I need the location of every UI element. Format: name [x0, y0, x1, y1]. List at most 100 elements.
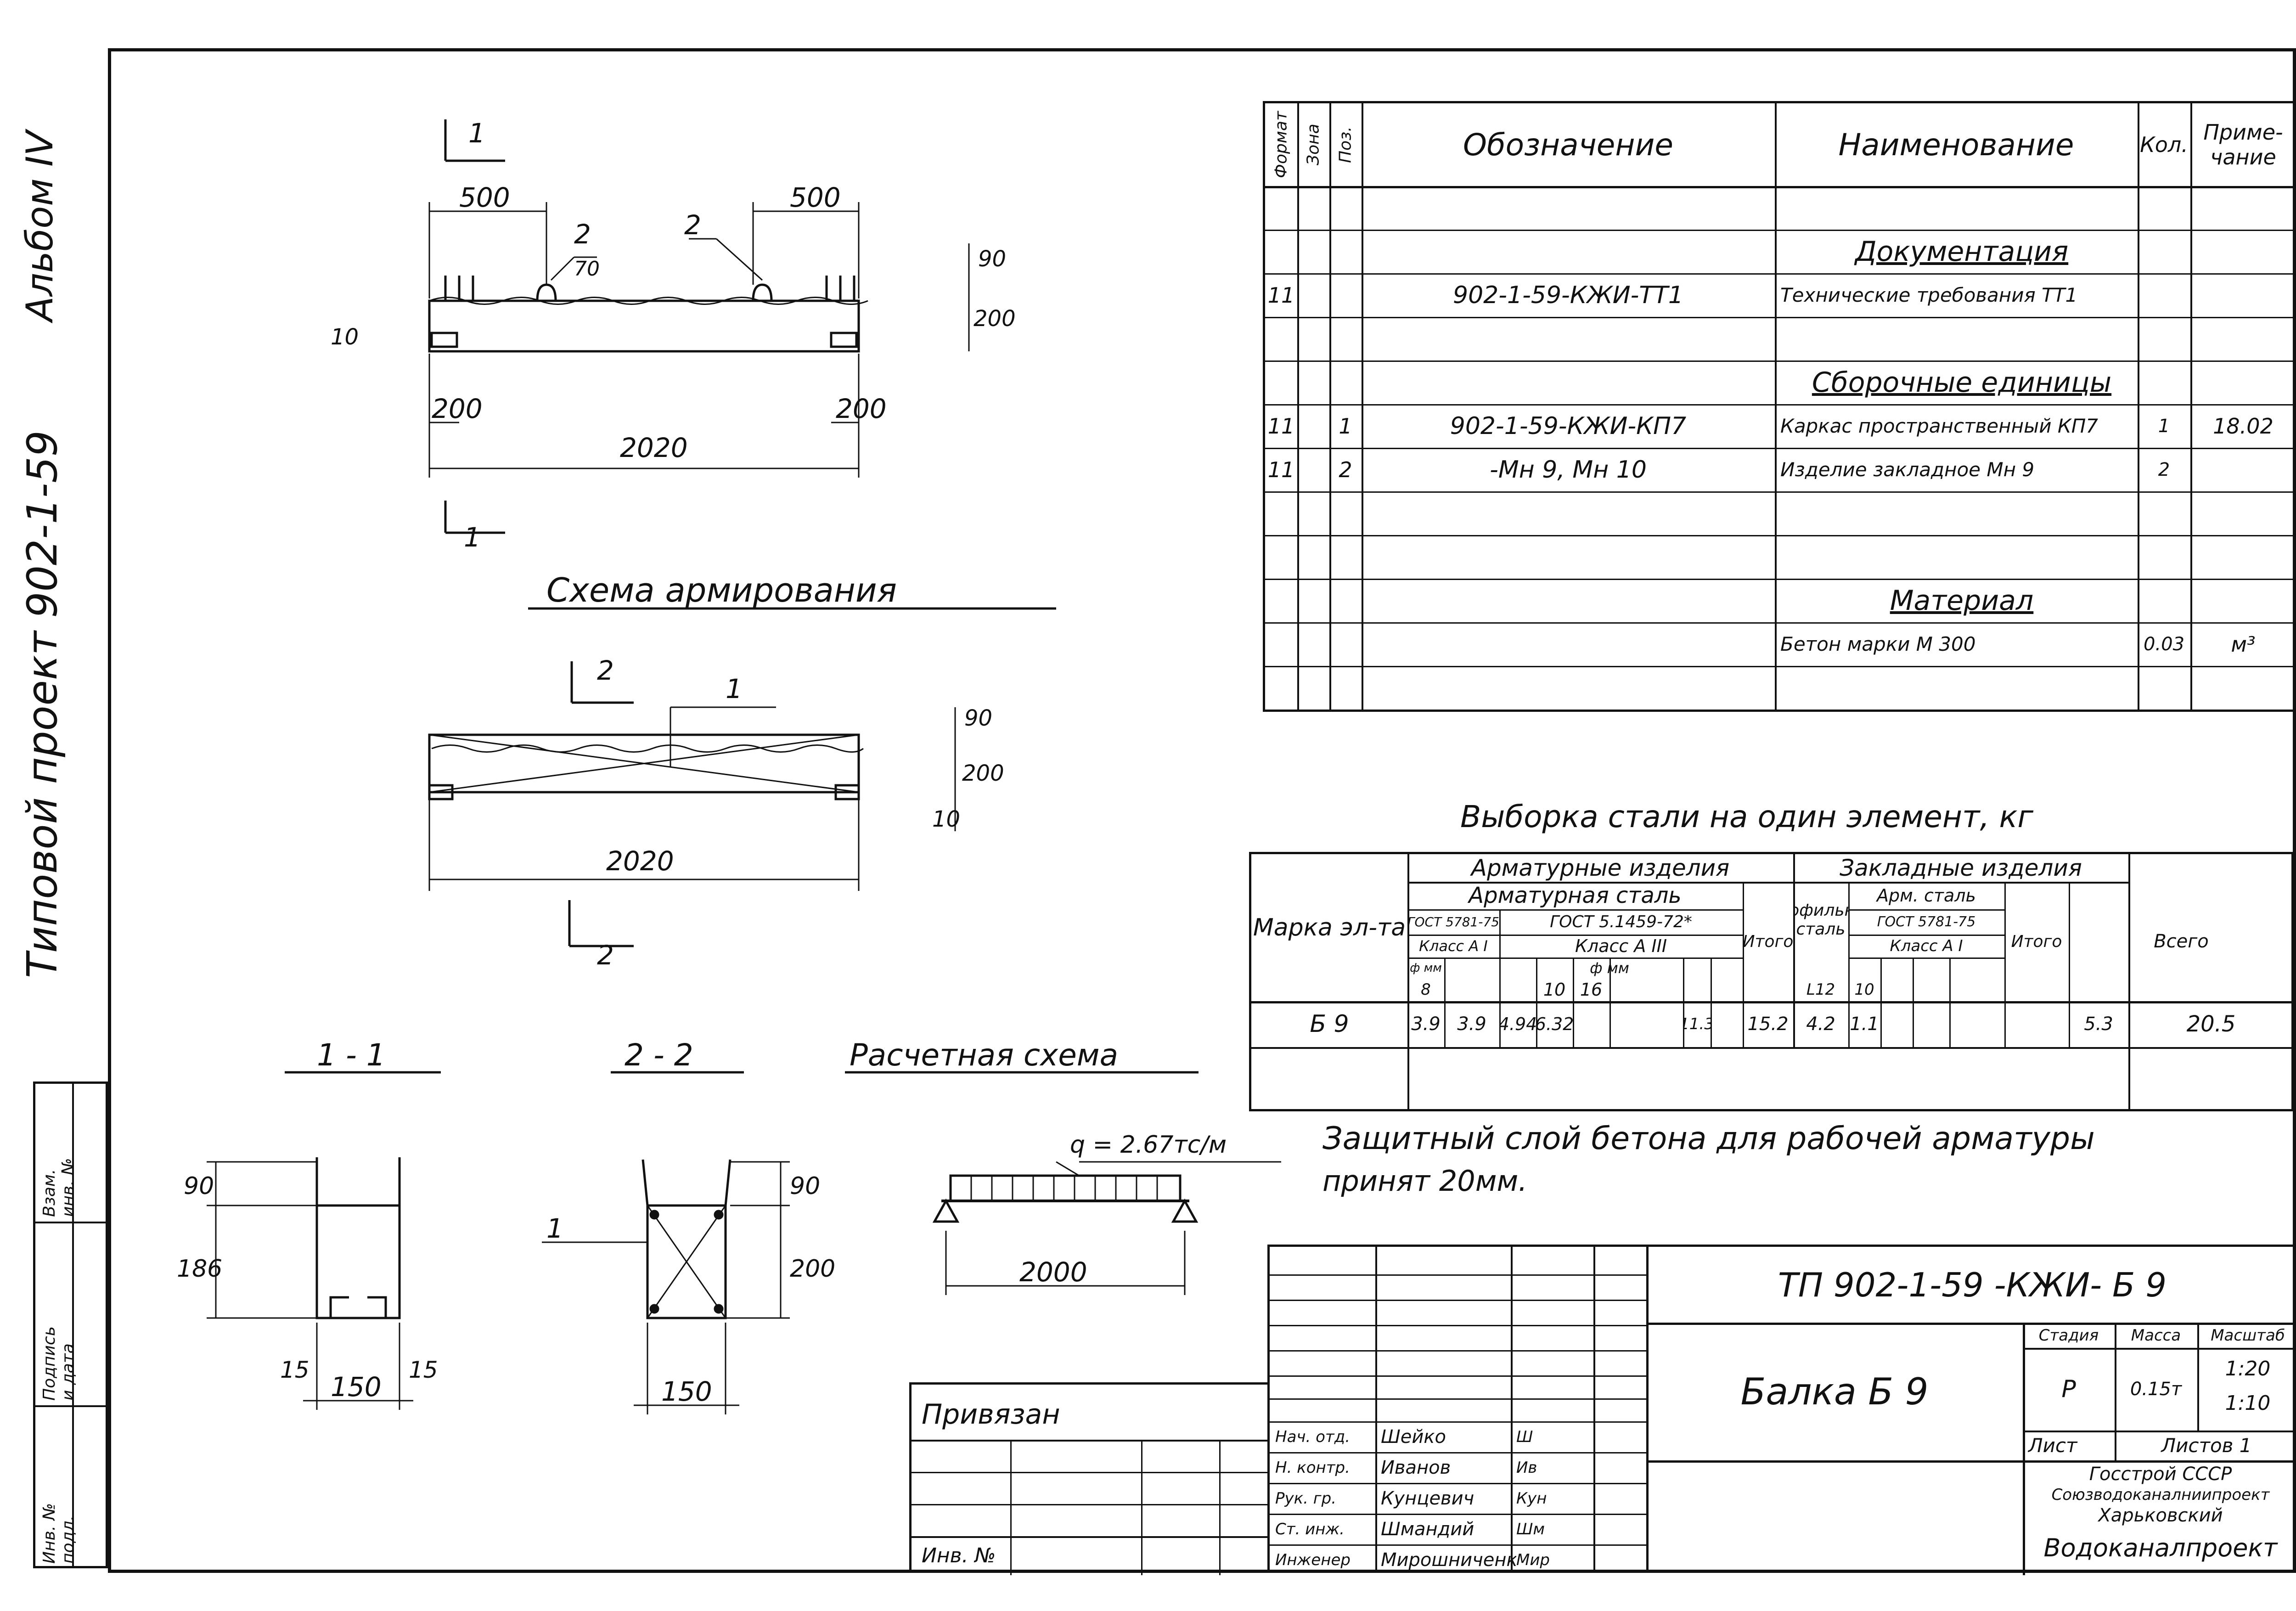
steel-d16: 16 — [1580, 980, 1603, 1000]
spec-row-pos — [1329, 666, 1362, 710]
spec-row-name — [1775, 317, 2143, 361]
steel-gost2: ГОСТ 5.1459-72* — [1550, 913, 1692, 931]
spec-row-pos — [1329, 535, 1362, 579]
spec-row-qty: 1 — [2158, 415, 2170, 437]
spec-row-qty — [2138, 491, 2190, 535]
spec-row-name: Материал — [1890, 584, 2034, 617]
section-pos-1: 1 — [546, 1213, 563, 1244]
spec-row-name: Технические требования ТТ1 — [1780, 284, 2078, 306]
load-diagram — [949, 1174, 1182, 1202]
spec-row-qty — [2138, 535, 2190, 579]
steel-row-prof: 4.2 — [1806, 1014, 1835, 1035]
signer-name: Иванов — [1381, 1457, 1451, 1478]
spec-row-format: 11 — [1267, 413, 1295, 439]
spec-row-pos: 2 — [1339, 457, 1352, 482]
spec-row-name — [1775, 666, 2143, 710]
spec-row-pos — [1329, 361, 1362, 404]
steel-row-itA: 15.2 — [1747, 1014, 1789, 1035]
spec-row-pos — [1329, 622, 1362, 666]
dim-90c: 90 — [184, 1172, 214, 1200]
signer-sig: Шм — [1516, 1520, 1545, 1538]
dim-200d: 200 — [962, 760, 1004, 786]
spec-h-format: Формат — [1272, 111, 1291, 179]
spec-row-name: Бетон марки М 300 — [1780, 633, 1976, 655]
steel-row-arm: 1.1 — [1850, 1014, 1879, 1035]
calc-title: Расчетная схема — [850, 1037, 1118, 1073]
load-label: q = 2.67тс/м — [1070, 1131, 1227, 1159]
tb-sheet: Лист — [2028, 1434, 2077, 1457]
spec-row-note — [2190, 317, 2296, 361]
spec-row-format — [1265, 186, 1297, 230]
spec-row-note: 18.02 — [2213, 413, 2273, 439]
section-1-1-title: 1 - 1 — [317, 1037, 386, 1073]
steel-row-v10: 4.94 — [1499, 1014, 1536, 1034]
spec-row-qty — [2138, 186, 2190, 230]
span-dim: 2000 — [1019, 1256, 1087, 1288]
steel-d10: 10 — [1543, 980, 1566, 1000]
steel-dia-mm: ф мм — [1410, 961, 1442, 975]
spec-row-qty — [2138, 666, 2190, 710]
steel-d10b: 10 — [1854, 980, 1874, 999]
steel-reinf-items: Арматурные изделия — [1471, 855, 1730, 881]
dim-10a: 10 — [331, 324, 359, 350]
spec-row-designation — [1362, 535, 1775, 579]
spec-row-designation: 902-1-59-КЖИ-КП7 — [1450, 412, 1687, 440]
tb-code: ТП 902-1-59 -КЖИ- Б 9 — [1778, 1265, 2167, 1304]
spec-h-name: Наименование — [1838, 127, 2074, 163]
spec-row-pos — [1329, 317, 1362, 361]
scheme-title: Схема армирования — [546, 571, 897, 609]
spec-row-name: Каркас пространственный КП7 — [1780, 415, 2098, 437]
dim-150a: 150 — [331, 1371, 382, 1403]
beam-reinforcement — [428, 733, 860, 794]
dim-90d: 90 — [790, 1172, 820, 1200]
steel-d8: 8 — [1421, 980, 1431, 999]
cut-mark-1a: 1 — [468, 118, 485, 149]
spec-row-format — [1265, 491, 1297, 535]
spec-row-designation — [1362, 491, 1775, 535]
dim-186: 186 — [177, 1255, 222, 1283]
tb-org4: Водоканалпроект — [2043, 1533, 2278, 1562]
spec-row-name: Изделие закладное Мн 9 — [1780, 458, 2035, 481]
dim-70: 70 — [574, 257, 600, 281]
drawing-frame — [108, 48, 2296, 1573]
signer-sig: Ш — [1516, 1427, 1533, 1446]
steel-row-itZ: 5.3 — [2084, 1014, 2113, 1035]
steel-table: Марка эл-та Арматурные изделия Закладные… — [1249, 852, 2294, 1111]
spec-row-format — [1265, 535, 1297, 579]
cut-mark-2b: 2 — [597, 940, 614, 971]
signer-sig: Кун — [1516, 1489, 1547, 1508]
spec-row-pos — [1329, 491, 1362, 535]
tb-scale2: 1:10 — [2225, 1391, 2271, 1415]
drawings: 1 1 500 500 2 2 70 90 200 10 200 200 202… — [177, 118, 1281, 1414]
signer-name: Кунцевич — [1381, 1487, 1474, 1509]
spec-row-name: Документация — [1855, 235, 2069, 268]
spec-row-note: м³ — [2231, 631, 2256, 657]
signer-role: Н. контр. — [1275, 1458, 1350, 1477]
steel-l12: L12 — [1806, 980, 1835, 999]
steel-class3: Класс А I — [1890, 937, 1963, 955]
signer-role: Нач. отд. — [1275, 1427, 1351, 1446]
spec-row-designation: 902-1-59-КЖИ-ТТ1 — [1453, 281, 1683, 309]
cut-mark-1b: 1 — [464, 522, 481, 553]
steel-row-it2: 11.3 — [1683, 1015, 1711, 1033]
steel-row-mark: Б 9 — [1310, 1010, 1349, 1038]
dim-150b: 150 — [661, 1376, 712, 1407]
tb-sheets: Листов 1 — [2161, 1434, 2252, 1457]
spec-row-qty — [2138, 273, 2190, 317]
dim-90b: 90 — [964, 705, 992, 731]
spec-row-name — [1775, 535, 2143, 579]
tb-org2: Союзводоканалниипроект — [2051, 1486, 2270, 1504]
steel-profile: Профильная сталь — [1793, 901, 1848, 939]
spec-row-designation — [1362, 317, 1775, 361]
dim-90a: 90 — [978, 246, 1006, 272]
note-line1: Защитный слой бетона для рабочей арматур… — [1322, 1121, 2095, 1157]
section-2-2 — [646, 1204, 727, 1319]
steel-row-it1: 3.9 — [1457, 1014, 1486, 1035]
cut-mark-2a: 2 — [597, 655, 614, 686]
spec-row-note — [2190, 186, 2296, 230]
spec-h-zone: Зона — [1304, 124, 1323, 166]
signer-sig: Ив — [1516, 1458, 1537, 1477]
spec-row-format: 11 — [1267, 282, 1295, 308]
spec-row-pos — [1329, 186, 1362, 230]
spec-row-qty: 2 — [2158, 459, 2170, 480]
